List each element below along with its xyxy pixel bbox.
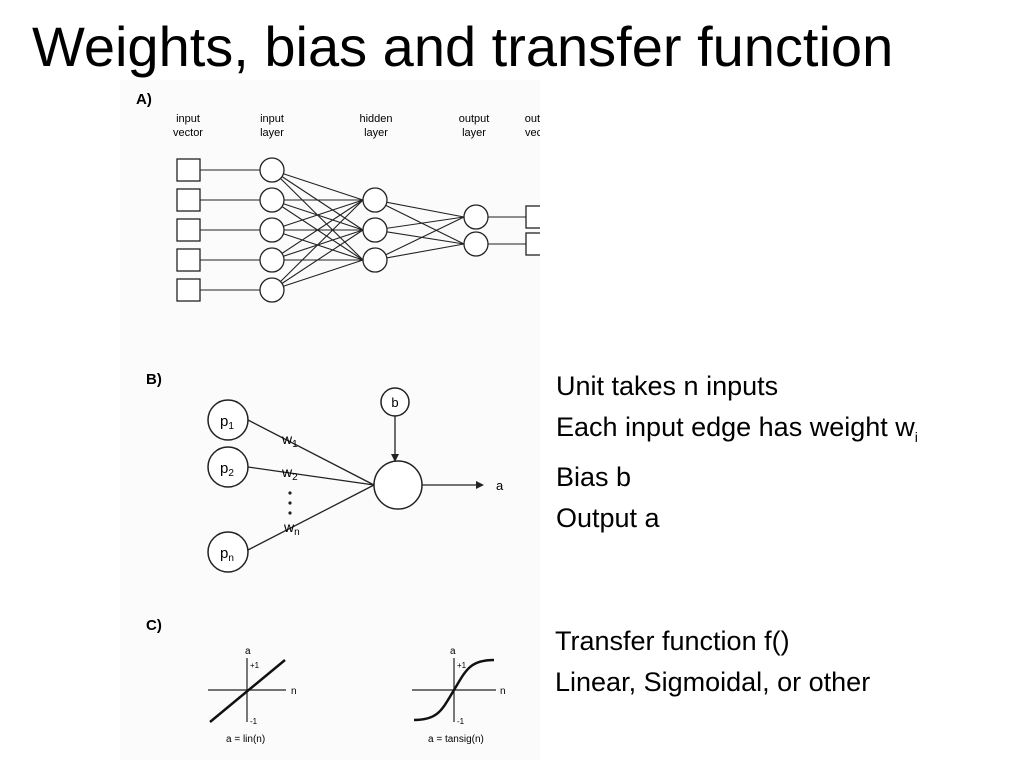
- column-label: vector: [173, 127, 203, 139]
- column-label: input: [176, 113, 200, 125]
- bias-label: b: [391, 395, 398, 410]
- sigmoid-x-label: n: [500, 686, 506, 697]
- weight-label-n: wn: [283, 519, 300, 538]
- weight-edge: [271, 229, 364, 291]
- network-diagram: [176, 157, 540, 303]
- hidden-layer-node: [362, 247, 388, 273]
- edge-2: [247, 466, 375, 486]
- edge-1: [247, 419, 375, 486]
- sigmoid-tick-bottom: -1: [457, 717, 465, 726]
- output-vector-box: [525, 232, 540, 256]
- weight-edge: [271, 199, 364, 291]
- output-vector-box: [525, 205, 540, 229]
- column-label: output: [459, 113, 490, 125]
- linear-tick-top: +1: [250, 661, 260, 670]
- output-layer-node: [463, 231, 489, 257]
- input-vector-box: [176, 158, 201, 182]
- linear-tick-bottom: -1: [250, 717, 258, 726]
- input-label-n: pn: [220, 545, 234, 564]
- weight-edge: [374, 199, 465, 245]
- weight-edge: [271, 199, 364, 231]
- column-label: input: [260, 113, 284, 125]
- unit-line-1: Unit takes n inputs: [556, 371, 779, 401]
- ellipsis-dot: [288, 511, 292, 515]
- column-label: layer: [364, 127, 388, 139]
- weight-label-1: w1: [281, 431, 298, 450]
- sigmoid-y-label: a: [450, 646, 456, 657]
- linear-x-label: n: [291, 686, 297, 697]
- neural-network-figure: A) input vector input layer hidden layer outpu…: [120, 80, 540, 760]
- unit-line-4: Output a: [556, 502, 660, 533]
- neuron-node: [373, 460, 423, 510]
- input-layer-node: [259, 217, 285, 243]
- weight-edge: [271, 199, 364, 261]
- linear-y-label: a: [245, 646, 251, 657]
- edge-n: [247, 484, 375, 551]
- panel-a-label: A): [136, 91, 152, 108]
- column-label: output: [525, 113, 540, 125]
- hidden-layer-node: [362, 217, 388, 243]
- column-label: layer: [260, 127, 284, 139]
- ellipsis-dot: [288, 491, 292, 495]
- column-label: hidden: [359, 113, 392, 125]
- panel-c-label: C): [146, 617, 162, 634]
- input-label-1: p1: [220, 413, 234, 432]
- input-vector-box: [176, 248, 201, 272]
- sigmoid-caption: a = tansig(n): [428, 734, 484, 745]
- weight-edge: [271, 169, 364, 201]
- slide-title: Weights, bias and transfer function: [32, 15, 894, 78]
- weight-edge: [374, 229, 465, 245]
- panel-a: A) input vector input layer hidden layer outpu…: [136, 91, 540, 303]
- input-layer-node: [259, 187, 285, 213]
- weight-edge: [374, 199, 465, 218]
- linear-transfer-plot: a +1 -1 n a = lin(n): [208, 646, 297, 745]
- transfer-line-1: Transfer function f(): [555, 626, 790, 656]
- column-label: layer: [462, 127, 486, 139]
- panel-c: C) a +1 -1 n a = lin(n) a +1 -1 n a = ta…: [146, 617, 506, 745]
- weight-edge: [271, 259, 364, 291]
- input-vector-box: [176, 188, 201, 212]
- panel-b-label: B): [146, 371, 162, 388]
- input-node-n: [207, 531, 249, 573]
- input-layer-node: [259, 277, 285, 303]
- input-label-2: p2: [220, 460, 234, 479]
- weight-edge: [374, 216, 465, 231]
- unit-description: Unit takes n inputs Each input edge has …: [556, 366, 918, 538]
- hidden-layer-node: [362, 187, 388, 213]
- sigmoid-tick-top: +1: [457, 661, 467, 670]
- input-layer-node: [259, 157, 285, 183]
- panel-b: B) p1 p2 pn w1 w2 wn b a: [146, 371, 504, 573]
- input-layer-node: [259, 247, 285, 273]
- unit-line-3: Bias b: [556, 462, 632, 492]
- input-vector-box: [176, 278, 201, 302]
- output-label: a: [496, 478, 504, 493]
- sigmoid-transfer-plot: a +1 -1 n a = tansig(n): [412, 646, 506, 745]
- weight-edge: [374, 243, 465, 261]
- output-layer-node: [463, 204, 489, 230]
- column-label: vector: [525, 127, 540, 139]
- weight-label-2: w2: [281, 464, 298, 483]
- transfer-description: Transfer function f() Linear, Sigmoidal,…: [555, 621, 870, 702]
- panel-a-column-labels: input vector input layer hidden layer output la…: [173, 113, 540, 139]
- output-arrowhead: [476, 481, 484, 489]
- transfer-line-2: Linear, Sigmoidal, or other: [555, 666, 871, 697]
- linear-caption: a = lin(n): [226, 734, 265, 745]
- input-vector-box: [176, 218, 201, 242]
- unit-line-2: Each input edge has weight wi: [556, 411, 918, 445]
- ellipsis-dot: [288, 501, 292, 505]
- weight-edge: [374, 216, 465, 261]
- bias-arrowhead: [391, 454, 399, 462]
